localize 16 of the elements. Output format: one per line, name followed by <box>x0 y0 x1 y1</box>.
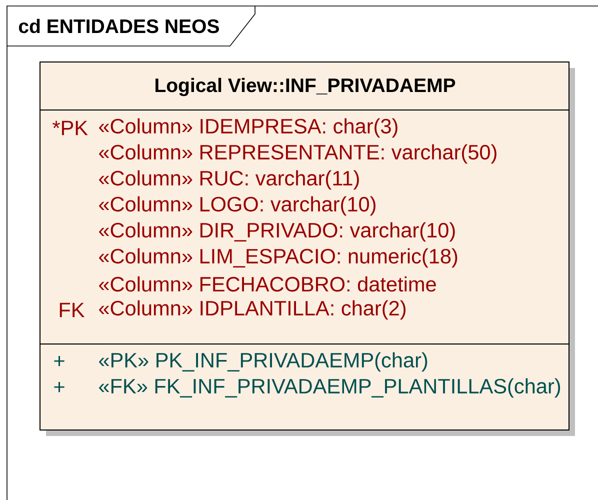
column-row: «Column» IDPLANTILLA: char(2) <box>99 300 406 320</box>
class-name: Logical View::INF_PRIVADAEMP <box>156 78 456 96</box>
column-row: «Column» DIR_PRIVADO: varchar(10) <box>99 222 455 242</box>
operation-row: «PK» PK_INF_PRIVADAEMP(char) <box>99 352 428 372</box>
class-box <box>40 62 575 436</box>
operation-row: «FK» FK_INF_PRIVADAEMP_PLANTILLAS(char) <box>99 378 560 398</box>
column-row: «Column» LIM_ESPACIO: numeric(18) <box>99 248 458 268</box>
column-row: «Column» RUC: varchar(11) <box>99 170 359 190</box>
visibility-marker: + <box>54 356 64 366</box>
key-marker: FK <box>60 302 85 318</box>
key-marker: *PK <box>52 120 88 136</box>
visibility-marker: + <box>54 382 64 392</box>
column-row: «Column» LOGO: varchar(10) <box>99 196 376 216</box>
column-row: «Column» FECHACOBRO: datetime <box>99 276 436 292</box>
column-row: «Column» REPRESENTANTE: varchar(50) <box>99 144 496 164</box>
column-row: «Column» IDEMPRESA: char(3) <box>99 118 398 138</box>
